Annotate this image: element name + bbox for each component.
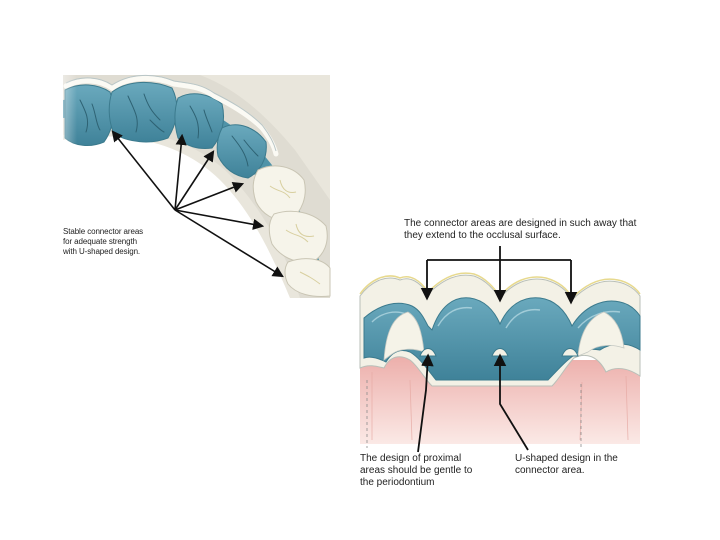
arch-fade <box>63 75 77 155</box>
bridge-section-illustration <box>359 246 641 453</box>
stable-connector-line-1: Stable connector areas <box>63 227 144 236</box>
occlusal-bracket <box>420 246 578 305</box>
arrow-to-connector-4 <box>174 182 245 211</box>
proximal-design-line-3: the periodontium <box>360 477 435 489</box>
arch-illustration <box>63 74 331 298</box>
dashed-guides <box>366 380 582 448</box>
arrow-to-connector-6 <box>174 209 284 278</box>
occlusal-fissures <box>79 93 259 167</box>
stable-connector-label: Stable connector areas for adequate stre… <box>63 227 143 256</box>
stable-connector-line-2: for adequate strength <box>63 236 137 246</box>
abutment-right <box>577 311 625 357</box>
central-incisor-crown-2 <box>284 258 331 297</box>
proximal-design-label: The design of proximal areas should be g… <box>360 453 472 490</box>
arrow-u-shaped <box>493 353 529 451</box>
stable-connector-line-3: with U-shaped design. <box>63 246 141 256</box>
connector-arrows-left <box>111 130 284 278</box>
arrow-to-connector-1 <box>111 130 176 211</box>
proximal-design-line-2: areas should be gentle to <box>360 465 473 477</box>
arrow-to-connector-5 <box>174 209 265 230</box>
u-shaped-design-line-1: U-shaped design in the <box>515 453 618 464</box>
arrow-to-connector-2 <box>174 133 187 211</box>
proximal-design-line-1: The design of proximal <box>360 453 462 464</box>
premolar-coping-2 <box>174 93 225 149</box>
connector-notch-3 <box>561 348 579 357</box>
gingiva-texture <box>371 372 629 441</box>
gingival-arrows <box>417 353 529 453</box>
veneer-rim-1 <box>63 75 279 157</box>
occlusal-extension-line-1: The connector areas are designed in such… <box>404 218 637 229</box>
arrow-proximal <box>417 353 434 453</box>
u-shaped-design-label: U-shaped design in the connector area. <box>515 453 618 477</box>
occlusal-extension-label: The connector areas are designed in such… <box>404 218 636 242</box>
occlusal-extension-line-2: they extend to the occlusal surface. <box>404 230 561 242</box>
premolar-coping-1 <box>108 81 178 143</box>
abutment-left <box>383 311 425 361</box>
canine-coping <box>216 124 267 179</box>
anterior-crazing-lines <box>269 179 321 285</box>
framework-highlight <box>371 306 621 329</box>
u-shaped-design-line-2: connector area. <box>515 465 585 477</box>
veneer-rim-outline <box>65 74 277 152</box>
arrow-to-connector-3 <box>174 150 215 211</box>
